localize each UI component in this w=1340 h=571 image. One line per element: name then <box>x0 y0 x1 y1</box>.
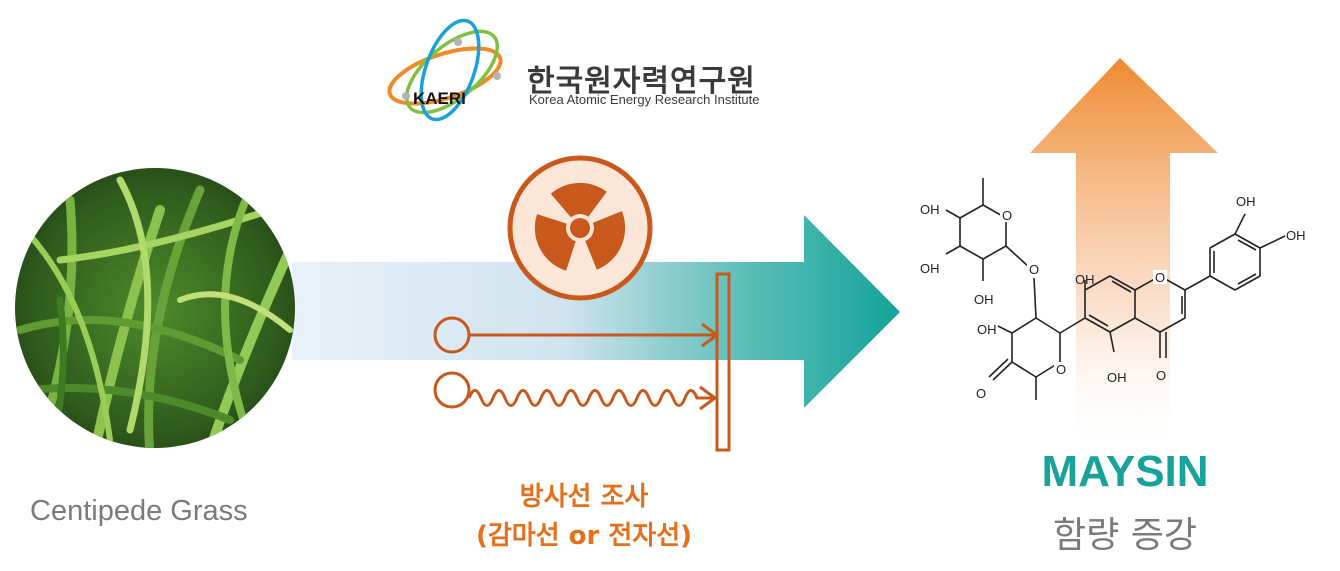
logo-english-name: Korea Atomic Energy Research Institute <box>529 92 760 107</box>
source-label: Centipede Grass <box>30 495 248 527</box>
atom-label: OH <box>1236 194 1256 209</box>
centipede-grass-photo <box>15 168 295 448</box>
maysin-structure: OH OH OH O O O OH OH OH O O OH O OH OH <box>920 178 1306 401</box>
irradiation-target <box>715 272 731 452</box>
atom-label: OH <box>1107 370 1127 385</box>
atom-label: O <box>976 386 986 401</box>
atom-label: OH <box>974 292 994 307</box>
atom-label: OH <box>977 322 997 337</box>
atom-label: OH <box>920 202 940 217</box>
atom-label: O <box>1156 368 1166 383</box>
atom-label: OH <box>920 261 940 276</box>
effect-label: 함량 증강 <box>1053 515 1197 556</box>
atom-label: O <box>1002 208 1012 223</box>
treatment-label: 방사선 조사 <box>519 482 649 512</box>
atom-label: O <box>1056 362 1066 377</box>
compound-name: MAYSIN <box>1041 447 1209 496</box>
gamma-ray-icon <box>433 371 718 411</box>
radiation-icon <box>507 155 653 301</box>
electron-beam-icon <box>433 316 720 354</box>
kaeri-logo: KAERI <box>387 18 503 122</box>
atom-label: OH <box>1286 228 1306 243</box>
atom-label: OH <box>1075 272 1095 287</box>
process-arrow <box>292 215 900 408</box>
increase-arrow <box>1030 58 1218 455</box>
kaeri-abbr: KAERI <box>413 89 466 108</box>
atom-label: O <box>1155 270 1165 285</box>
logo-korean-name: 한국원자력연구원 <box>527 64 756 99</box>
treatment-sublabel: (감마선 or 전자선) <box>475 521 693 551</box>
atom-label: O <box>1029 262 1039 277</box>
